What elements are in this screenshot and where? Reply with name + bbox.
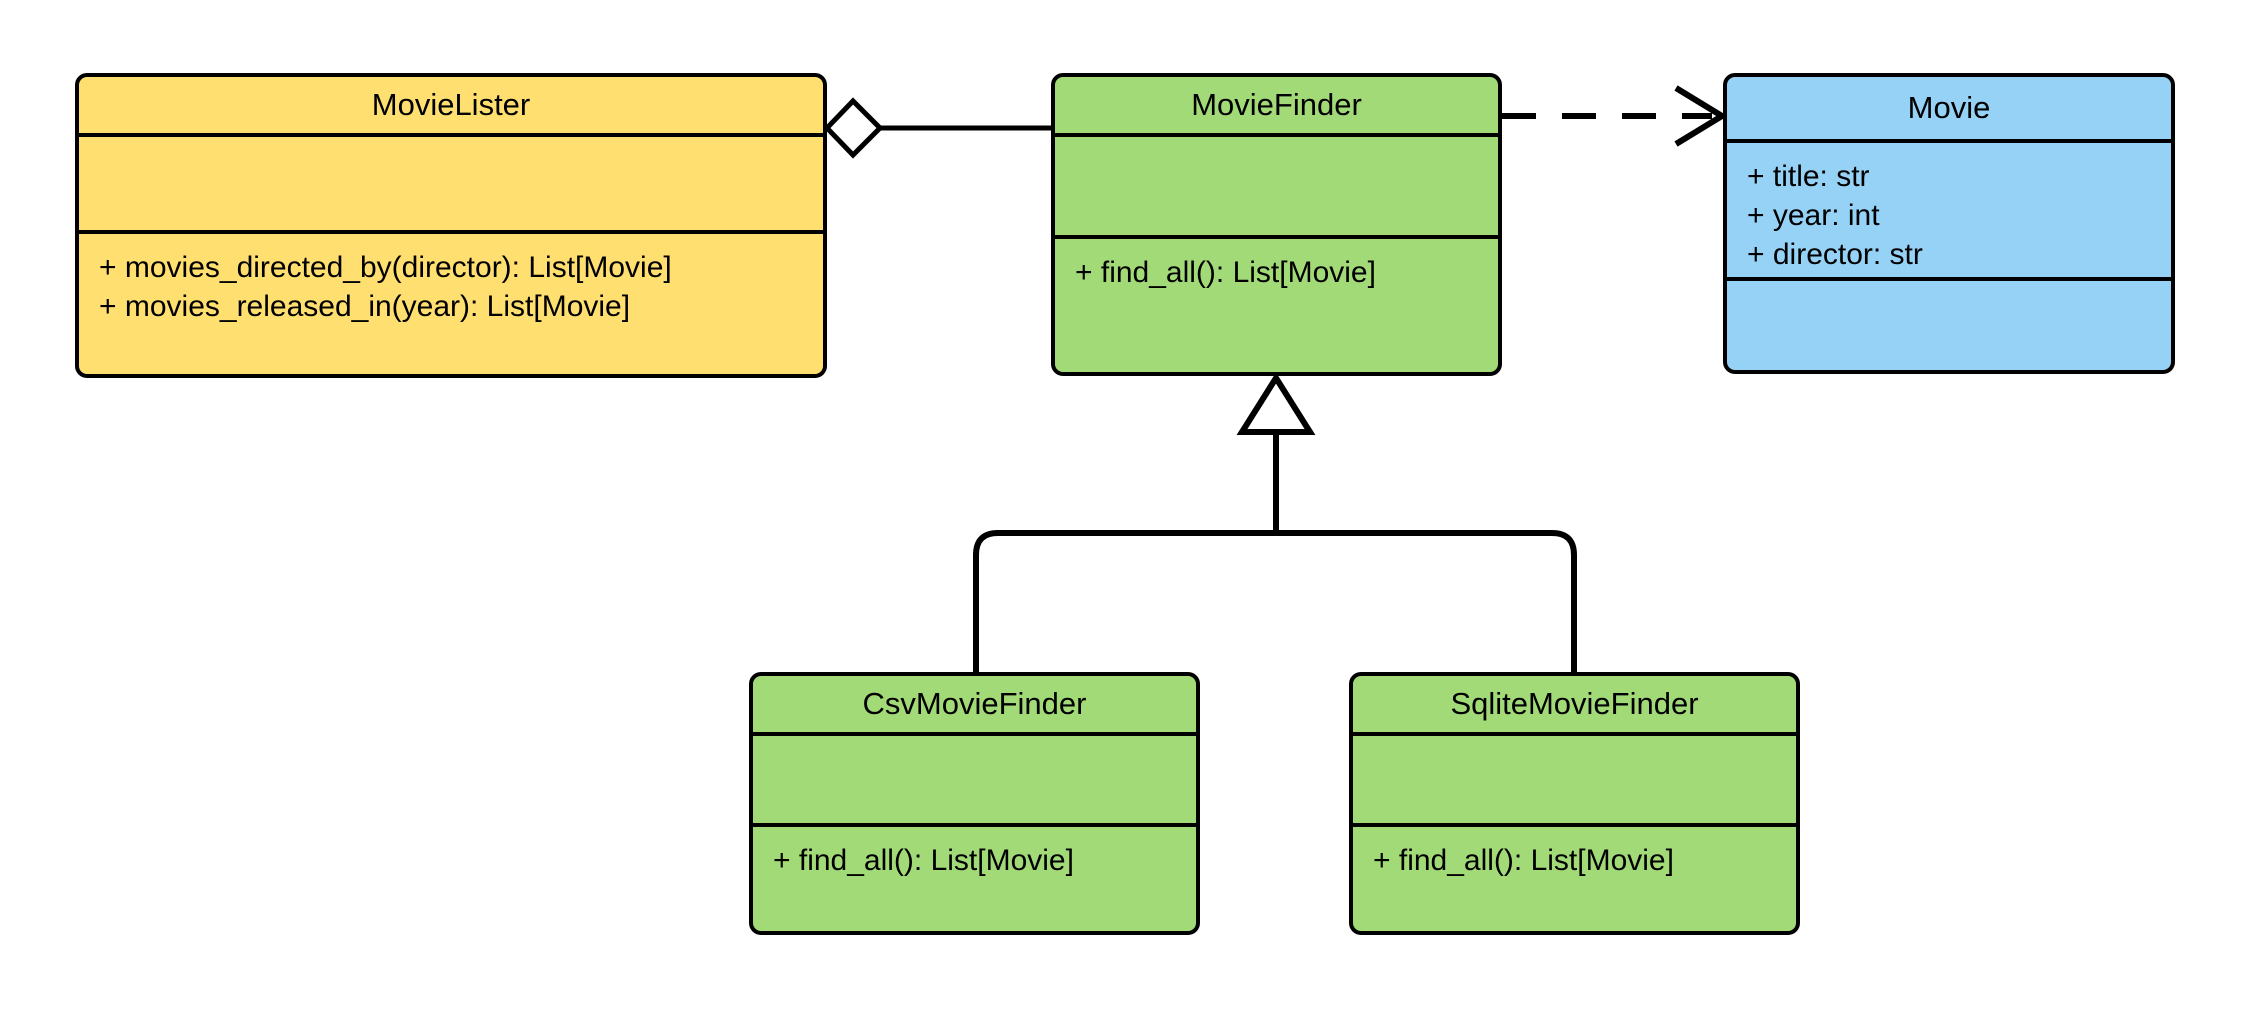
attributes-compartment-movie: + title: str + year: int + director: str	[1727, 143, 2171, 281]
attributes-compartment-movielister	[79, 137, 823, 234]
class-name-moviefinder: MovieFinder	[1055, 77, 1498, 137]
uml-class-movielister[interactable]: MovieLister + movies_directed_by(directo…	[75, 73, 827, 378]
uml-class-sqlitemoviefinder[interactable]: SqliteMovieFinder + find_all(): List[Mov…	[1349, 672, 1800, 935]
dependency-edge-moviefinder-movie[interactable]	[1502, 85, 1728, 147]
attributes-compartment-sqlitemoviefinder	[1353, 736, 1796, 827]
methods-compartment-moviefinder: + find_all(): List[Movie]	[1055, 239, 1498, 372]
class-name-movie: Movie	[1727, 77, 2171, 143]
uml-class-movie[interactable]: Movie + title: str + year: int + directo…	[1723, 73, 2175, 374]
aggregation-edge-movielister-moviefinder[interactable]	[823, 97, 1051, 159]
attribute-item: + director: str	[1747, 238, 1923, 271]
attributes-compartment-moviefinder	[1055, 137, 1498, 239]
generalization-branch-sqlite	[1276, 530, 1577, 672]
generalization-branch-csv	[973, 530, 1276, 672]
attribute-item: + year: int	[1747, 199, 1880, 232]
generalization-edge-tree[interactable]	[973, 372, 1577, 672]
hollow-triangle-icon	[1236, 372, 1316, 435]
class-name-sqlitemoviefinder: SqliteMovieFinder	[1353, 676, 1796, 736]
class-name-movielister: MovieLister	[79, 77, 823, 137]
methods-compartment-csvmoviefinder: + find_all(): List[Movie]	[753, 827, 1196, 931]
methods-compartment-movie	[1727, 281, 2171, 370]
uml-class-csvmoviefinder[interactable]: CsvMovieFinder + find_all(): List[Movie]	[749, 672, 1200, 935]
hollow-diamond-icon	[823, 97, 884, 159]
attributes-compartment-csvmoviefinder	[753, 736, 1196, 827]
method-item: + find_all(): List[Movie]	[773, 844, 1074, 877]
method-item: + movies_released_in(year): List[Movie]	[99, 290, 631, 323]
methods-compartment-movielister: + movies_directed_by(director): List[Mov…	[79, 234, 823, 374]
method-item: + movies_directed_by(director): List[Mov…	[99, 251, 672, 284]
methods-compartment-sqlitemoviefinder: + find_all(): List[Movie]	[1353, 827, 1796, 931]
method-item: + find_all(): List[Movie]	[1373, 844, 1674, 877]
uml-class-moviefinder[interactable]: MovieFinder + find_all(): List[Movie]	[1051, 73, 1502, 376]
method-item: + find_all(): List[Movie]	[1075, 256, 1376, 289]
open-arrow-icon	[1674, 85, 1728, 147]
attribute-item: + title: str	[1747, 160, 1870, 193]
class-name-csvmoviefinder: CsvMovieFinder	[753, 676, 1196, 736]
